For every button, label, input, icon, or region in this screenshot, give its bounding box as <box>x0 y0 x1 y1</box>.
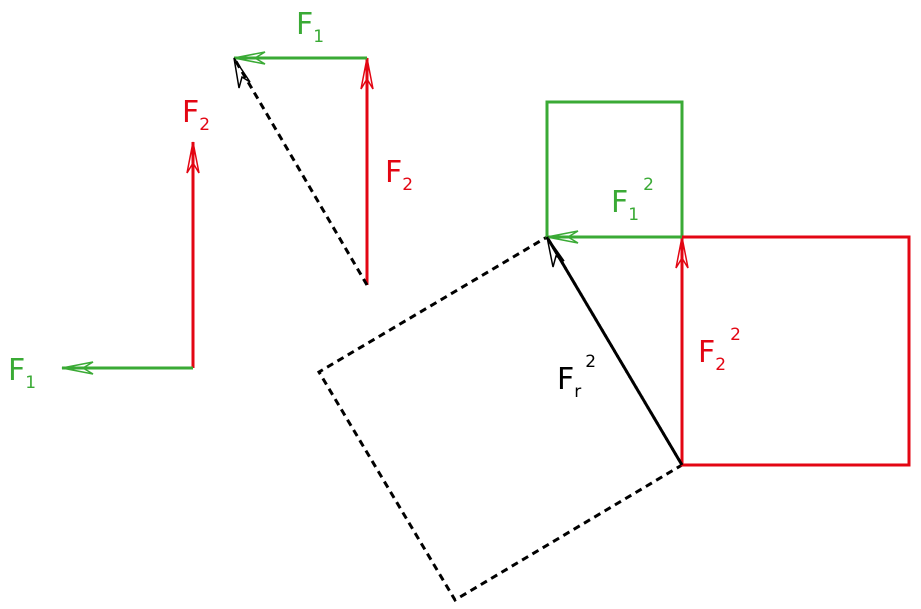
f2-triangle-arrowhead <box>360 57 374 90</box>
resultant-triangle-vector <box>232 57 369 286</box>
f1-top-label: F1 <box>296 7 324 47</box>
f1-top-arrowhead <box>233 51 266 65</box>
f2-triangle-label: F2 <box>385 155 413 195</box>
resultant-squares-arrowhead <box>546 236 565 268</box>
component-vectors-group: F1 F2 <box>8 95 210 393</box>
pythagorean-squares-group: F12 F22 Fr2 <box>316 100 911 603</box>
f1-squared-label: F12 <box>611 175 654 225</box>
resultant-square <box>316 234 685 603</box>
vector-triangle-group: F1 F2 <box>232 7 413 286</box>
f2-squares-arrowhead <box>675 236 689 269</box>
fr-squared-label: Fr2 <box>557 352 596 402</box>
f2-square <box>680 235 911 467</box>
f1-left-arrowhead <box>61 361 94 375</box>
f2-squared-label: F22 <box>698 325 741 375</box>
f2-left-arrowhead <box>186 141 200 174</box>
f1-squares-arrowhead <box>546 230 579 244</box>
resultant-squares-vector <box>545 236 684 466</box>
f1-left-label: F1 <box>8 353 36 393</box>
resultant-triangle-arrowhead <box>233 57 251 89</box>
f2-left-label: F2 <box>182 95 210 135</box>
